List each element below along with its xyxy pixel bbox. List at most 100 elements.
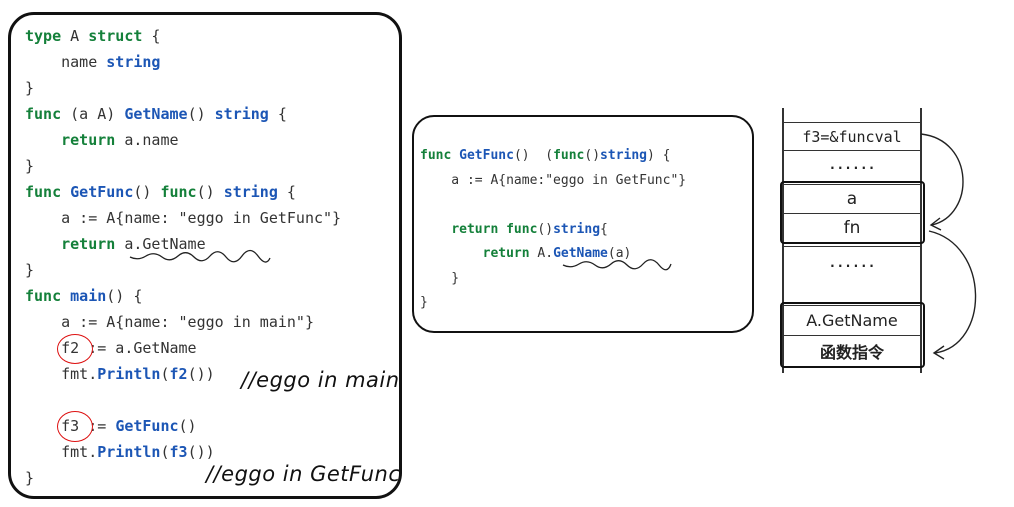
code-token: func: [506, 221, 538, 237]
stack-cell-a-label: a: [846, 189, 858, 209]
code-token: {: [277, 183, 296, 201]
code-token: string: [553, 221, 601, 237]
stack-cell-f3: f3=&funcval: [782, 122, 922, 150]
code-line: fmt.Println(f2()): [25, 365, 215, 383]
code-token: func: [25, 287, 62, 305]
code-token: func: [420, 148, 452, 163]
closure-object-frame: [780, 181, 925, 244]
code-token: }: [420, 270, 460, 286]
code-token: (): [187, 105, 215, 123]
code-token: (): [133, 183, 161, 201]
annotation-eggo-in-main: //eggo in main: [241, 368, 400, 392]
code-token: func: [160, 183, 197, 201]
code-line: f3 := GetFunc(): [25, 417, 196, 435]
code-token: GetFunc: [459, 148, 514, 163]
code-line: func GetFunc() func() string {: [25, 183, 296, 201]
stack-cell-getname-label: A.GetName: [806, 311, 898, 330]
code-token: }: [25, 79, 35, 97]
code-token: string: [223, 183, 278, 201]
code-line: return a.GetName: [25, 235, 206, 253]
code-line: }: [25, 79, 34, 97]
code-token: GetName: [553, 246, 608, 261]
code-line: return A.GetName(a): [420, 245, 632, 263]
code-token: A: [61, 27, 89, 45]
arrow-fn-to-instructions: [928, 230, 977, 354]
code-token: (: [160, 365, 170, 383]
arrowhead-fn-to-instructions: [932, 345, 945, 360]
code-line: a := A{name:"eggo in GetFunc"}: [420, 172, 686, 190]
stack-dots-label: ......: [828, 158, 876, 173]
code-token: f3: [169, 443, 188, 461]
stack-cell-dots-2: ......: [782, 246, 922, 280]
code-token: {: [268, 105, 287, 123]
code-line: func GetFunc() (func()string) {: [420, 147, 671, 165]
code-token: string: [600, 148, 648, 163]
code-token: a := A{name:"eggo in GetFunc"}: [420, 172, 687, 188]
code-token: return: [451, 221, 499, 237]
code-token: A.: [529, 246, 554, 261]
funcval-frame: [780, 302, 925, 368]
stack-cell-getname: A.GetName: [782, 305, 922, 335]
getfunc-code-panel: [412, 115, 754, 333]
code-token: fmt.: [25, 365, 98, 383]
stack-cell-fn: fn: [782, 213, 922, 241]
code-token: (a A): [61, 105, 125, 123]
code-token: main: [70, 287, 107, 305]
code-token: () {: [106, 287, 143, 305]
annotation-eggo-in-getfunc: //eggo in GetFunc: [206, 462, 401, 486]
stack-cell-fn-label: fn: [843, 217, 861, 238]
code-token: func: [25, 105, 62, 123]
code-line: fmt.Println(f3()): [25, 443, 215, 461]
code-token: {: [600, 221, 608, 237]
code-token: a.name: [115, 131, 179, 149]
code-line: return a.name: [25, 131, 179, 149]
squiggle-underline-left: [129, 249, 271, 263]
code-token: (): [196, 183, 224, 201]
code-token: (): [537, 221, 554, 237]
stack-cell-instructions-label: 函数指令: [819, 342, 884, 362]
code-token: }: [25, 469, 35, 487]
stack-cell-f3-label: f3=&funcval: [802, 127, 902, 146]
code-token: type: [25, 27, 62, 45]
code-token: return: [482, 246, 530, 261]
code-line: a := A{name: "eggo in main"}: [25, 313, 314, 331]
code-token: }: [25, 157, 35, 175]
code-token: () (: [513, 148, 554, 163]
code-token: {: [142, 27, 161, 45]
code-token: return: [61, 131, 116, 149]
code-line: name string: [25, 53, 160, 71]
code-token: a := A{name: "eggo in main"}: [25, 313, 314, 331]
code-token: string: [214, 105, 269, 123]
code-token: struct: [88, 27, 143, 45]
code-token: ) {: [647, 148, 671, 163]
code-token: }: [25, 261, 35, 279]
code-token: }: [420, 295, 428, 310]
code-token: a := A{name: "eggo in GetFunc"}: [25, 209, 342, 227]
stack-right-rail: [920, 108, 922, 373]
code-token: string: [106, 53, 161, 71]
arrow-f3-to-fn: [920, 133, 964, 226]
code-token: GetFunc: [70, 183, 134, 201]
code-token: fmt.: [25, 443, 98, 461]
code-token: Println: [97, 443, 161, 461]
code-line: }: [25, 261, 34, 279]
code-token: (: [160, 443, 170, 461]
squiggle-underline-middle: [562, 259, 672, 271]
code-token: func: [25, 183, 62, 201]
code-token: ()): [187, 365, 215, 383]
code-line: func (a A) GetName() string {: [25, 105, 287, 123]
stack-cell-a: a: [782, 184, 922, 213]
code-token: (): [584, 148, 601, 163]
arrowhead-f3-to-fn: [929, 217, 942, 231]
f3-highlight-circle: [57, 411, 93, 442]
code-token: GetName: [124, 105, 188, 123]
code-token: func: [553, 148, 585, 163]
code-line: }: [420, 270, 459, 288]
code-token: ()): [187, 443, 215, 461]
code-token: return: [61, 235, 116, 253]
code-line: }: [25, 469, 34, 487]
code-line: }: [420, 294, 428, 312]
stack-dots-label: ......: [828, 256, 876, 271]
code-line: func main() {: [25, 287, 142, 305]
code-line: return func()string{: [420, 221, 608, 239]
